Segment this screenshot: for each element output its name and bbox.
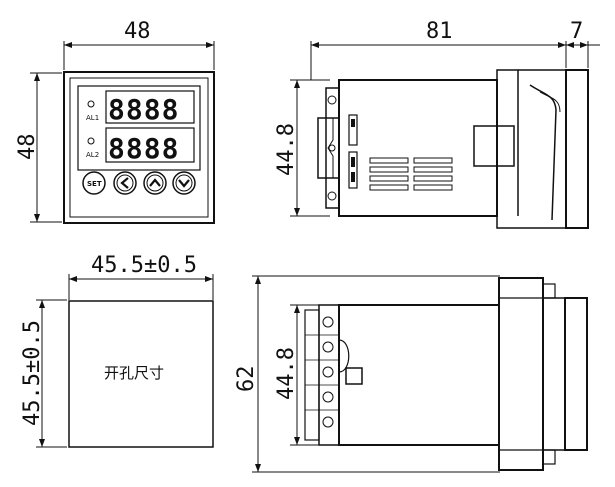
set-button-label: SET <box>87 180 102 188</box>
display-top: 8888 <box>108 93 179 126</box>
up-arrow-icon <box>149 178 161 187</box>
left-button[interactable] <box>113 171 137 195</box>
dim-side-depth: 81 <box>426 19 453 44</box>
alarm1-label: AL1 <box>86 114 99 122</box>
dim-side-height: 44.8 <box>274 123 299 176</box>
cutout-label: 开孔尺寸 <box>104 364 164 382</box>
alarm2-label: AL2 <box>86 151 99 159</box>
dim-front-width: 48 <box>124 19 151 44</box>
side-view <box>290 41 600 229</box>
dim-bottom-total: 62 <box>234 366 259 393</box>
dim-bottom-body: 44.8 <box>274 347 299 400</box>
set-button[interactable] <box>82 171 106 195</box>
dim-cutout-width: 45.5±0.5 <box>91 253 197 278</box>
cutout-view <box>36 274 214 448</box>
dim-front-height: 48 <box>15 134 40 161</box>
left-arrow-icon <box>120 177 129 189</box>
down-arrow-icon <box>178 179 190 188</box>
bottom-view <box>252 275 588 473</box>
front-view <box>30 41 215 224</box>
display-bottom: 8888 <box>108 132 179 165</box>
dim-cutout-height: 45.5±0.5 <box>20 320 45 426</box>
down-button[interactable] <box>172 171 196 195</box>
up-button[interactable] <box>143 171 167 195</box>
dim-side-flange: 7 <box>570 19 583 44</box>
